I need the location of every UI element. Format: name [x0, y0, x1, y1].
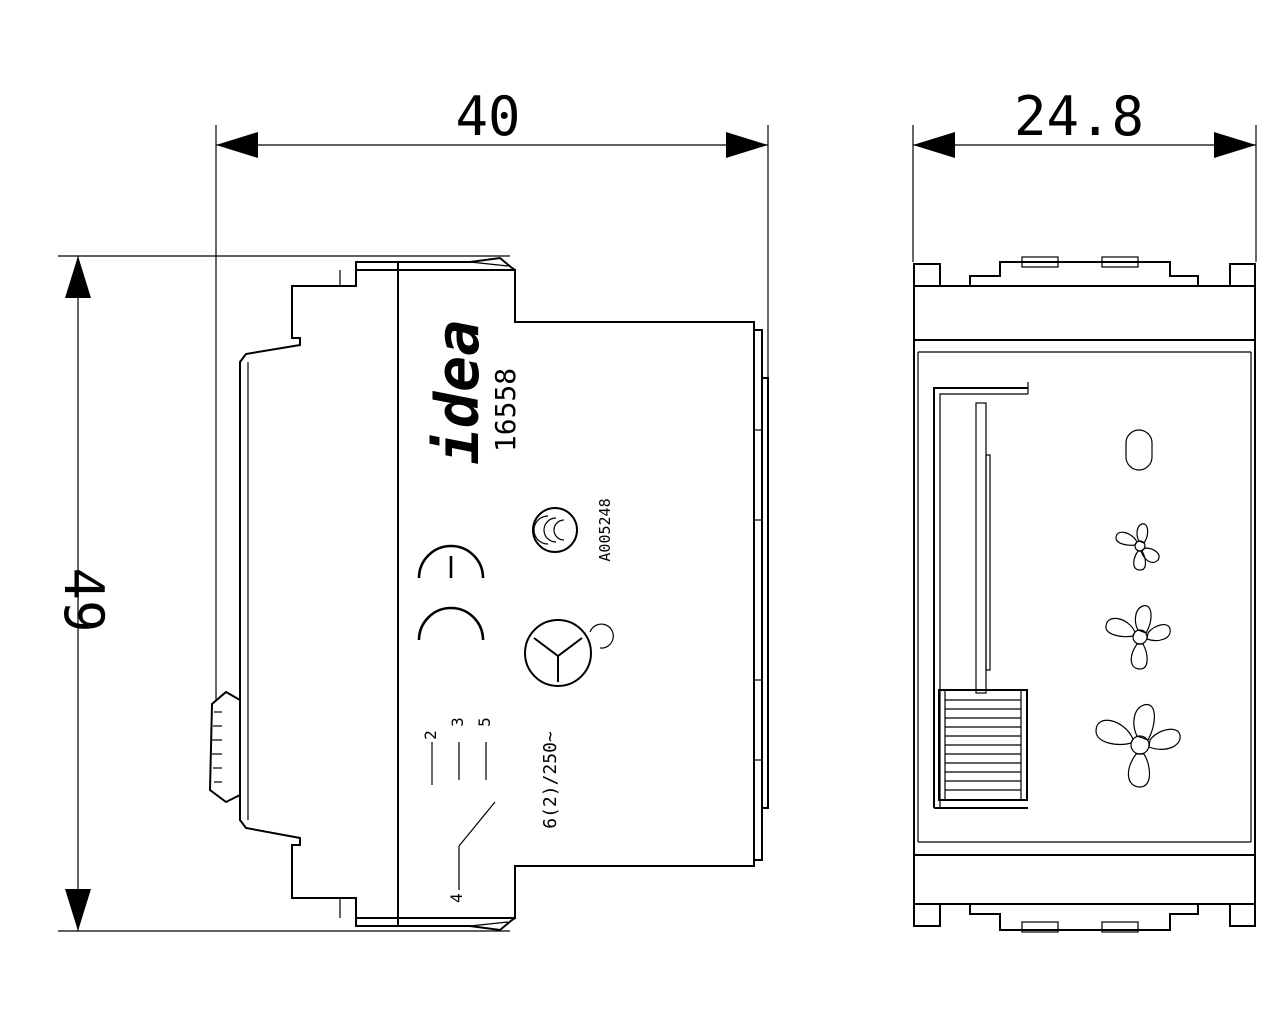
terminal-4-label: 4	[447, 893, 466, 903]
front-view	[913, 256, 1256, 933]
brand-logo: idea	[423, 320, 493, 465]
dimension-width: 40	[215, 85, 769, 700]
dimension-height: 49	[52, 255, 510, 932]
side-view: idea 16558 A005248 6(2)/250~	[208, 256, 769, 932]
switch-schematic: 2 3 5 4	[421, 717, 496, 903]
slider-knob[interactable]	[938, 689, 1028, 801]
dimension-depth: 24.8	[912, 85, 1257, 262]
dimension-width-label: 40	[455, 85, 520, 148]
off-indicator-icon	[1125, 429, 1153, 471]
terminal-5-label: 5	[475, 717, 494, 727]
dimension-height-label: 49	[52, 567, 115, 632]
approval-mark-icon	[524, 619, 614, 687]
cert-code: A005248	[596, 498, 614, 561]
ce-mark-icon	[417, 544, 485, 641]
terminal-3-label: 3	[448, 717, 467, 727]
terminal-2-label: 2	[421, 730, 440, 740]
fan-speed-low-icon	[1115, 523, 1160, 571]
fan-speed-medium-icon	[1105, 605, 1171, 670]
model-number: 16558	[489, 368, 522, 452]
fan-speed-high-icon	[1095, 703, 1181, 788]
rating-label: 6(2)/250~	[540, 731, 561, 829]
dimension-depth-label: 24.8	[1014, 85, 1144, 148]
ccc-mark-icon	[532, 507, 578, 553]
